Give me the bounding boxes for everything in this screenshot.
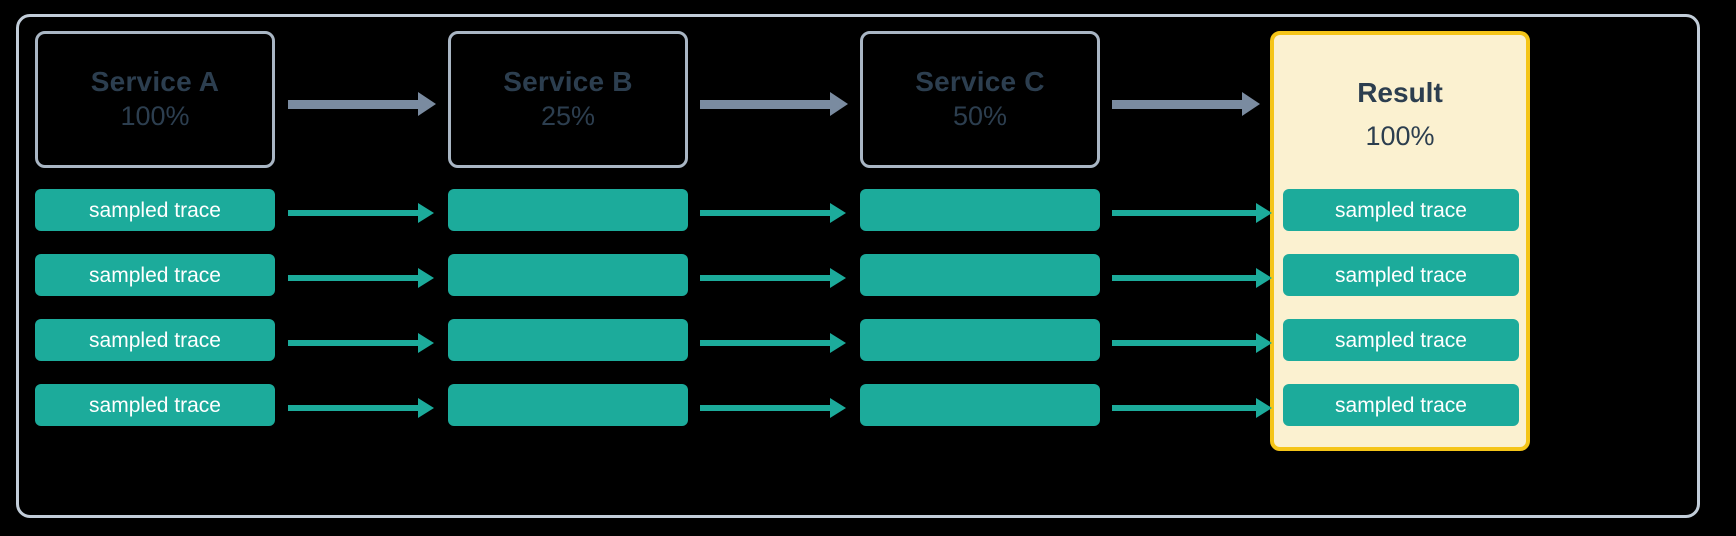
arrow-head-icon [1242, 92, 1260, 116]
trace-bar[interactable] [860, 319, 1100, 361]
arrow-shaft [1112, 210, 1260, 216]
result-box[interactable]: Result 100% [1270, 31, 1530, 451]
arrow-shaft [1112, 275, 1260, 281]
service-box-service-b[interactable]: Service B 25% [448, 31, 688, 168]
arrow-head-icon [418, 398, 434, 418]
trace-bar[interactable]: sampled trace [1283, 189, 1519, 231]
arrow-shaft [700, 275, 834, 281]
trace-bar[interactable] [448, 189, 688, 231]
service-sample-rate: 50% [952, 101, 1008, 132]
trace-bar[interactable] [448, 254, 688, 296]
service-title: Service B [503, 66, 633, 98]
arrow-head-icon [1256, 268, 1272, 288]
trace-bar[interactable]: sampled trace [35, 384, 275, 426]
arrow-shaft [1112, 405, 1260, 411]
arrow-head-icon [1256, 333, 1272, 353]
trace-bar[interactable]: sampled trace [35, 189, 275, 231]
service-sample-rate: 25% [540, 101, 596, 132]
arrow-shaft [1112, 340, 1260, 346]
trace-bar[interactable]: sampled trace [35, 254, 275, 296]
arrow-shaft [700, 405, 834, 411]
arrow-shaft [288, 100, 420, 109]
arrow-head-icon [830, 203, 846, 223]
trace-bar[interactable] [860, 254, 1100, 296]
arrow-shaft [288, 210, 422, 216]
result-sample-rate: 100% [1365, 121, 1435, 151]
trace-bar[interactable] [860, 189, 1100, 231]
service-box-service-a[interactable]: Service A 100% [35, 31, 275, 168]
trace-bar[interactable] [448, 319, 688, 361]
arrow-head-icon [1256, 203, 1272, 223]
arrow-head-icon [418, 92, 436, 116]
arrow-shaft [700, 210, 834, 216]
arrow-head-icon [830, 92, 848, 116]
arrow-shaft [288, 340, 422, 346]
trace-bar[interactable]: sampled trace [1283, 319, 1519, 361]
arrow-shaft [1112, 100, 1244, 109]
arrow-shaft [700, 100, 832, 109]
service-box-service-c[interactable]: Service C 50% [860, 31, 1100, 168]
trace-bar[interactable]: sampled trace [1283, 254, 1519, 296]
trace-bar[interactable] [860, 384, 1100, 426]
service-title: Service C [915, 66, 1045, 98]
arrow-head-icon [830, 398, 846, 418]
arrow-head-icon [418, 333, 434, 353]
arrow-head-icon [1256, 398, 1272, 418]
arrow-head-icon [418, 203, 434, 223]
arrow-head-icon [830, 333, 846, 353]
trace-bar[interactable]: sampled trace [35, 319, 275, 361]
result-title: Result [1357, 77, 1443, 108]
trace-bar[interactable]: sampled trace [1283, 384, 1519, 426]
arrow-head-icon [418, 268, 434, 288]
arrow-shaft [288, 405, 422, 411]
arrow-head-icon [830, 268, 846, 288]
service-title: Service A [90, 66, 220, 98]
arrow-shaft [700, 340, 834, 346]
arrow-shaft [288, 275, 422, 281]
trace-bar[interactable] [448, 384, 688, 426]
service-sample-rate: 100% [120, 101, 190, 132]
